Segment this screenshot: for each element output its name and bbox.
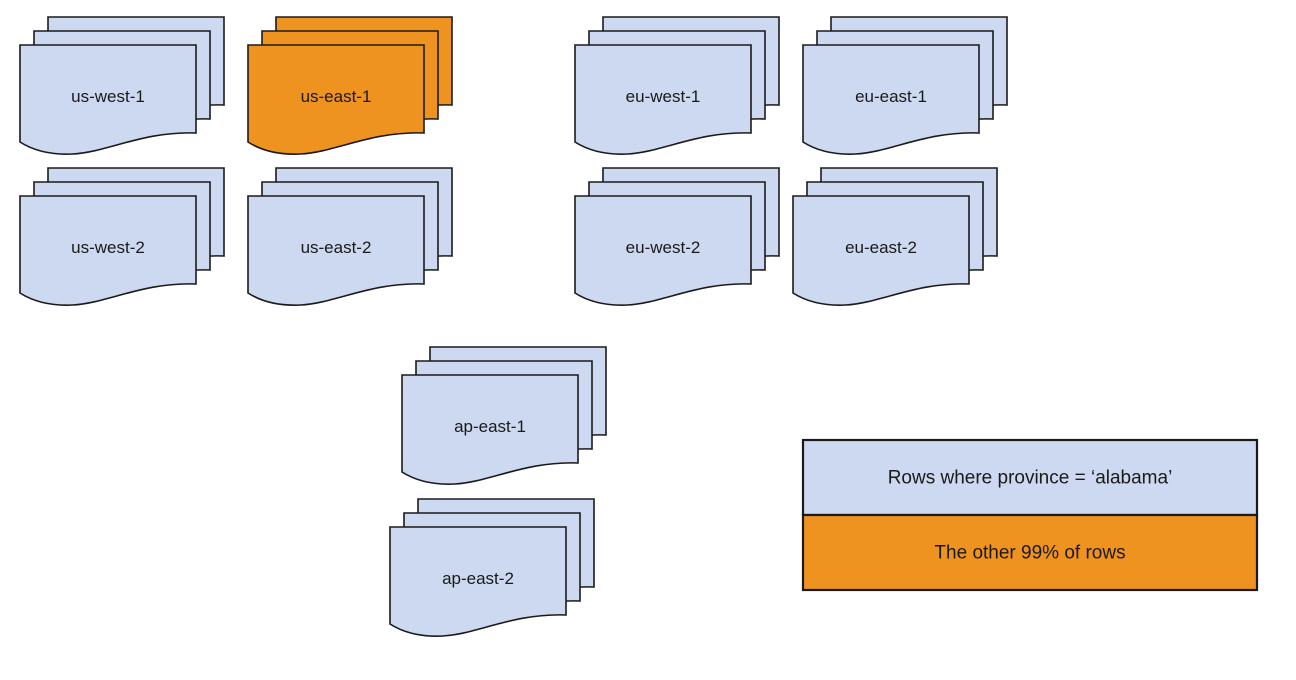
stack-layer-front[interactable]	[247, 44, 425, 155]
legend-label-1: Rows where province = ‘alabama’	[888, 468, 1173, 489]
data-stack-ap-east-2[interactable]: ap-east-2	[389, 498, 595, 637]
data-stack-us-east-1[interactable]: us-east-1	[247, 16, 453, 155]
data-stack-us-east-2[interactable]: us-east-2	[247, 167, 453, 306]
stack-layer-front[interactable]	[19, 195, 197, 306]
stack-label-ap-east-2: ap-east-2	[442, 569, 514, 588]
legend-row-matching[interactable]: Rows where province = ‘alabama’	[801, 438, 1259, 517]
legend-swatch-blue	[801, 438, 1259, 517]
stack-label-us-east-2: us-east-2	[301, 238, 372, 257]
stack-layer-front[interactable]	[401, 374, 579, 485]
legend-swatch-orange	[801, 513, 1259, 592]
data-stack-ap-east-1[interactable]: ap-east-1	[401, 346, 607, 485]
stack-label-eu-east-1: eu-east-1	[855, 87, 927, 106]
stack-label-us-west-2: us-west-2	[71, 238, 145, 257]
legend-row-other[interactable]: The other 99% of rows	[801, 513, 1259, 592]
stack-layer-front[interactable]	[19, 44, 197, 155]
legend-label-2: The other 99% of rows	[934, 543, 1125, 564]
data-stack-eu-west-2[interactable]: eu-west-2	[574, 167, 780, 306]
data-stack-us-west-1[interactable]: us-west-1	[19, 16, 225, 155]
stack-layer-front[interactable]	[802, 44, 980, 155]
stacks-layer: us-west-1 us-east-1 eu-west-1 eu-east-1 us-w…	[19, 16, 1008, 637]
stack-label-us-west-1: us-west-1	[71, 87, 145, 106]
stack-layer-front[interactable]	[574, 195, 752, 306]
stack-layer-front[interactable]	[792, 195, 970, 306]
data-stack-eu-east-2[interactable]: eu-east-2	[792, 167, 998, 306]
data-stack-us-west-2[interactable]: us-west-2	[19, 167, 225, 306]
stack-layer-front[interactable]	[389, 526, 567, 637]
stack-layer-front[interactable]	[574, 44, 752, 155]
data-stack-eu-west-1[interactable]: eu-west-1	[574, 16, 780, 155]
stack-label-ap-east-1: ap-east-1	[454, 417, 526, 436]
stack-layer-front[interactable]	[247, 195, 425, 306]
stack-label-eu-west-2: eu-west-2	[626, 238, 701, 257]
stack-label-eu-east-2: eu-east-2	[845, 238, 917, 257]
stack-label-eu-west-1: eu-west-1	[626, 87, 701, 106]
stack-label-us-east-1: us-east-1	[301, 87, 372, 106]
data-stack-eu-east-1[interactable]: eu-east-1	[802, 16, 1008, 155]
legend-layer: Rows where province = ‘alabama’ The other…	[801, 438, 1259, 592]
